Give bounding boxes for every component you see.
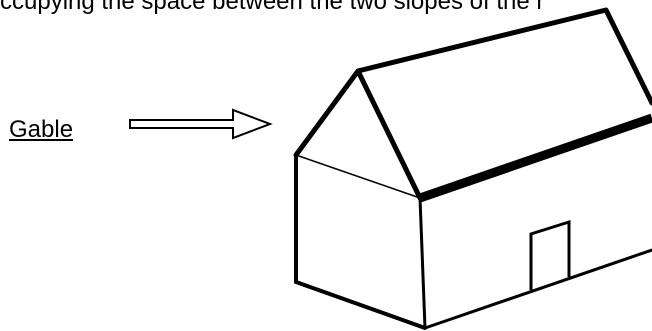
arrow-icon: [130, 110, 270, 138]
roof-eave: [420, 118, 652, 198]
side-wall-bottom-edge: [425, 250, 652, 328]
roof-outline: [358, 10, 652, 103]
gable-end: [296, 71, 420, 198]
house-corner-edge: [420, 198, 425, 328]
front-wall-bottom-edge: [296, 282, 425, 328]
